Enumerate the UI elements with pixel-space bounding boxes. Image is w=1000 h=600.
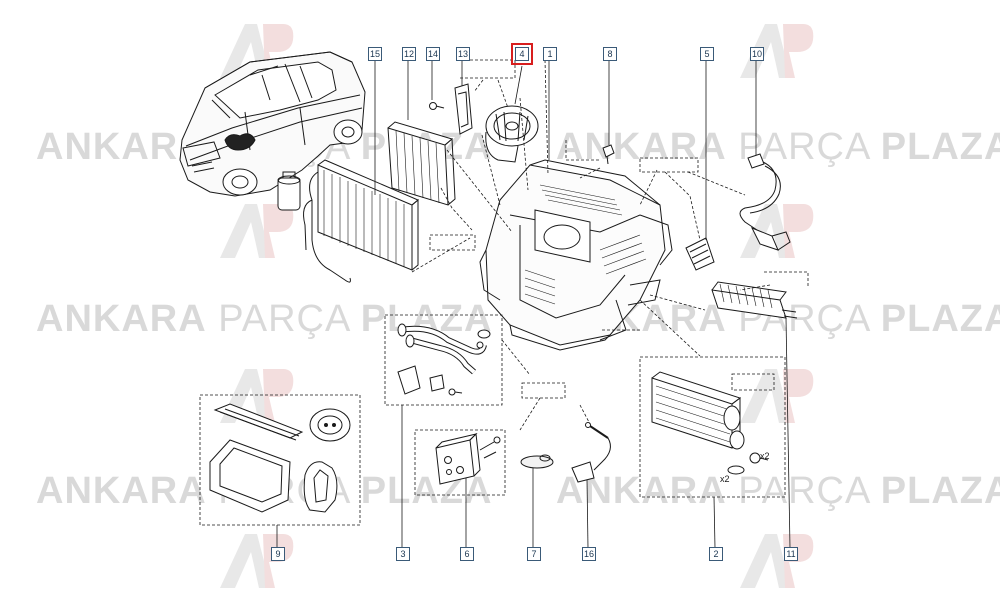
heater-core	[651, 371, 769, 475]
callout-4-highlighted[interactable]: 4	[511, 43, 533, 65]
hvac-housing	[479, 159, 673, 351]
callout-15[interactable]: 15	[368, 47, 382, 61]
screw	[429, 102, 445, 110]
evaporator-core	[277, 159, 419, 283]
ac-pipe-assembly	[397, 323, 491, 396]
callout-14[interactable]: 14	[426, 47, 440, 61]
callout-13[interactable]: 13	[456, 47, 470, 61]
callout-9[interactable]: 9	[271, 547, 285, 561]
cabin-filter	[387, 121, 456, 206]
callout-2[interactable]: 2	[709, 547, 723, 561]
foam-pad	[520, 454, 554, 469]
callout-10[interactable]: 10	[750, 47, 764, 61]
seal-kit	[209, 403, 351, 513]
callout-7[interactable]: 7	[527, 547, 541, 561]
callout-16[interactable]: 16	[582, 547, 596, 561]
wiring-harness	[739, 153, 791, 251]
blower-motor	[485, 105, 539, 163]
callout-11[interactable]: 11	[784, 547, 798, 561]
callout-6[interactable]: 6	[460, 547, 474, 561]
blower-resistor	[685, 237, 715, 271]
clip	[602, 144, 615, 165]
callout-3[interactable]: 3	[396, 547, 410, 561]
callout-1[interactable]: 1	[543, 47, 557, 61]
callout-5[interactable]: 5	[700, 47, 714, 61]
quantity-label: x2	[720, 474, 730, 484]
quantity-label: x2	[760, 451, 770, 461]
vehicle-illustration	[179, 51, 366, 197]
filter-cover	[454, 83, 473, 135]
expansion-valve	[435, 432, 501, 485]
callout-8[interactable]: 8	[603, 47, 617, 61]
callout-12[interactable]: 12	[402, 47, 416, 61]
temperature-sensor	[571, 422, 611, 483]
